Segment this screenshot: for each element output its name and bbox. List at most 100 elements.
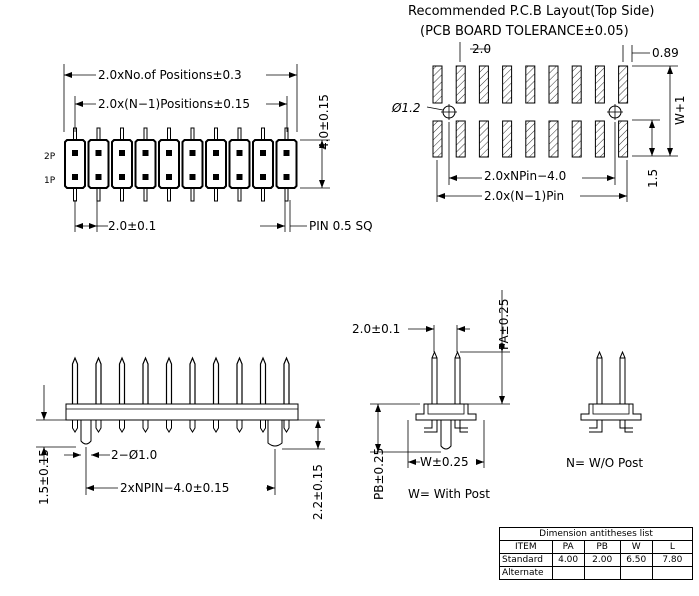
side-pin <box>71 356 79 404</box>
pin-square-1p <box>213 174 219 180</box>
pin-tip-bottom <box>284 187 289 202</box>
pin-housing-cell <box>134 139 157 189</box>
pin-tip-top <box>284 127 289 141</box>
pb-dim-label: PB±0.25 <box>372 448 386 500</box>
pcb-pad <box>525 65 536 104</box>
end-view-with-post <box>415 350 477 450</box>
pin-tip-top <box>237 127 242 141</box>
pin-square-2p <box>95 150 102 156</box>
side-pin <box>189 356 196 404</box>
side-pin <box>212 356 220 404</box>
pin-square-2p <box>119 150 125 156</box>
dimension-table: Dimension antitheses list ITEM PA PB W L… <box>499 527 694 580</box>
top-pitch-label: 2.0±0.1 <box>108 219 156 233</box>
pcb-pad <box>548 120 559 158</box>
pcb-pad <box>525 120 536 158</box>
table-header: PA <box>551 540 585 554</box>
pcb-pad <box>478 120 489 158</box>
span-n1-label: 2.0x(N−1)Pin <box>484 189 564 203</box>
pin-tip-top <box>261 127 265 141</box>
table-header: L <box>651 540 694 554</box>
pin-tip-bottom <box>167 187 171 202</box>
side-pin <box>259 356 267 404</box>
pin-housing-cell <box>275 139 298 189</box>
pcb-pad <box>548 65 559 104</box>
side-pin-tail <box>95 420 102 433</box>
pcb-pad <box>478 65 489 104</box>
table-header: ITEM <box>499 540 553 554</box>
pin-square-1p <box>166 174 172 180</box>
side-pin-tail <box>119 420 125 433</box>
side-pin-tail <box>213 420 219 433</box>
pcb-pad-grid <box>432 65 629 158</box>
pcb-tolerance: (PCB BOARD TOLERANCE±0.05) <box>420 24 629 39</box>
pin-tip-bottom <box>143 187 148 202</box>
pin-square-1p <box>142 174 149 180</box>
pin-tip-bottom <box>73 187 77 202</box>
pin-tip-top <box>96 127 101 141</box>
post-hole-label: 2−Ø1.0 <box>111 448 157 462</box>
pin-tip-top <box>120 127 124 141</box>
post-length-label: 1.5±0.15 <box>37 449 51 505</box>
pin-square-2p <box>189 150 196 156</box>
side-span-label: 2xNPIN−4.0±0.15 <box>120 481 229 495</box>
pcb-pad <box>502 65 513 104</box>
overall-length-label: 2.0xNo.of Positions±0.3 <box>98 68 242 82</box>
end-pitch-label: 2.0±0.1 <box>352 322 400 336</box>
pcb-pad <box>455 120 466 158</box>
hole-dim-label: Ø1.2 <box>391 101 421 115</box>
top-view-pins <box>64 127 298 202</box>
side-pin-tail <box>260 420 266 433</box>
pin-square-2p <box>166 150 172 156</box>
table-cell <box>583 566 621 580</box>
table-title: Dimension antitheses list <box>499 527 693 541</box>
side-pin <box>165 356 173 404</box>
pin-square-1p <box>189 174 196 180</box>
side-pin <box>283 356 290 404</box>
table-cell <box>619 566 653 580</box>
row-2p-label: 2P <box>44 152 56 162</box>
side-housing <box>65 403 299 421</box>
table-row: Alternate <box>499 566 694 580</box>
pin-tip-top <box>214 127 218 141</box>
pcb-pad <box>432 120 443 158</box>
pin-square-1p <box>236 174 243 180</box>
pin-housing-cell <box>252 139 274 189</box>
post2-length-label: 2.2±0.15 <box>311 464 325 520</box>
table-cell: 4.00 <box>551 553 585 567</box>
pin-square-1p <box>260 174 266 180</box>
pin-housing-cell <box>158 139 180 189</box>
pin-square-1p <box>283 174 290 180</box>
side-pin-tail <box>72 420 78 433</box>
pin-tip-bottom <box>190 187 195 202</box>
pcb-pad <box>594 120 605 158</box>
table-header-row: ITEM PA PB W L <box>499 540 694 554</box>
row-1p-label: 1P <box>44 176 56 186</box>
side-pin <box>142 356 149 404</box>
span-npin-label: 2.0xNPin−4.0 <box>484 169 566 183</box>
without-post-caption: N= W/O Post <box>566 456 643 470</box>
pin-tip-bottom <box>261 187 265 202</box>
pa-dim-label: PA±0.25 <box>497 299 511 350</box>
pin-square-2p <box>236 150 243 156</box>
table-header: W <box>619 540 653 554</box>
pcb-pad <box>571 120 582 158</box>
pin-housing-cell <box>228 139 251 189</box>
pcb-pad <box>432 65 443 104</box>
pin-housing-cell <box>181 139 204 189</box>
table-cell: Standard <box>499 553 553 567</box>
pin-tip-top <box>167 127 171 141</box>
pin-housing-cell <box>64 139 86 189</box>
pcb-pad <box>618 120 629 158</box>
side-pin-tail <box>142 420 149 433</box>
pin-square-1p <box>95 174 102 180</box>
pin-square-2p <box>72 150 78 156</box>
side-pin-tail <box>166 420 172 433</box>
end-view-without-post <box>580 350 642 433</box>
pcb-pad <box>502 120 513 158</box>
pin-tip-bottom <box>237 187 242 202</box>
table-cell: Alternate <box>499 566 553 580</box>
table-cell <box>651 566 694 580</box>
table-header: PB <box>583 540 621 554</box>
